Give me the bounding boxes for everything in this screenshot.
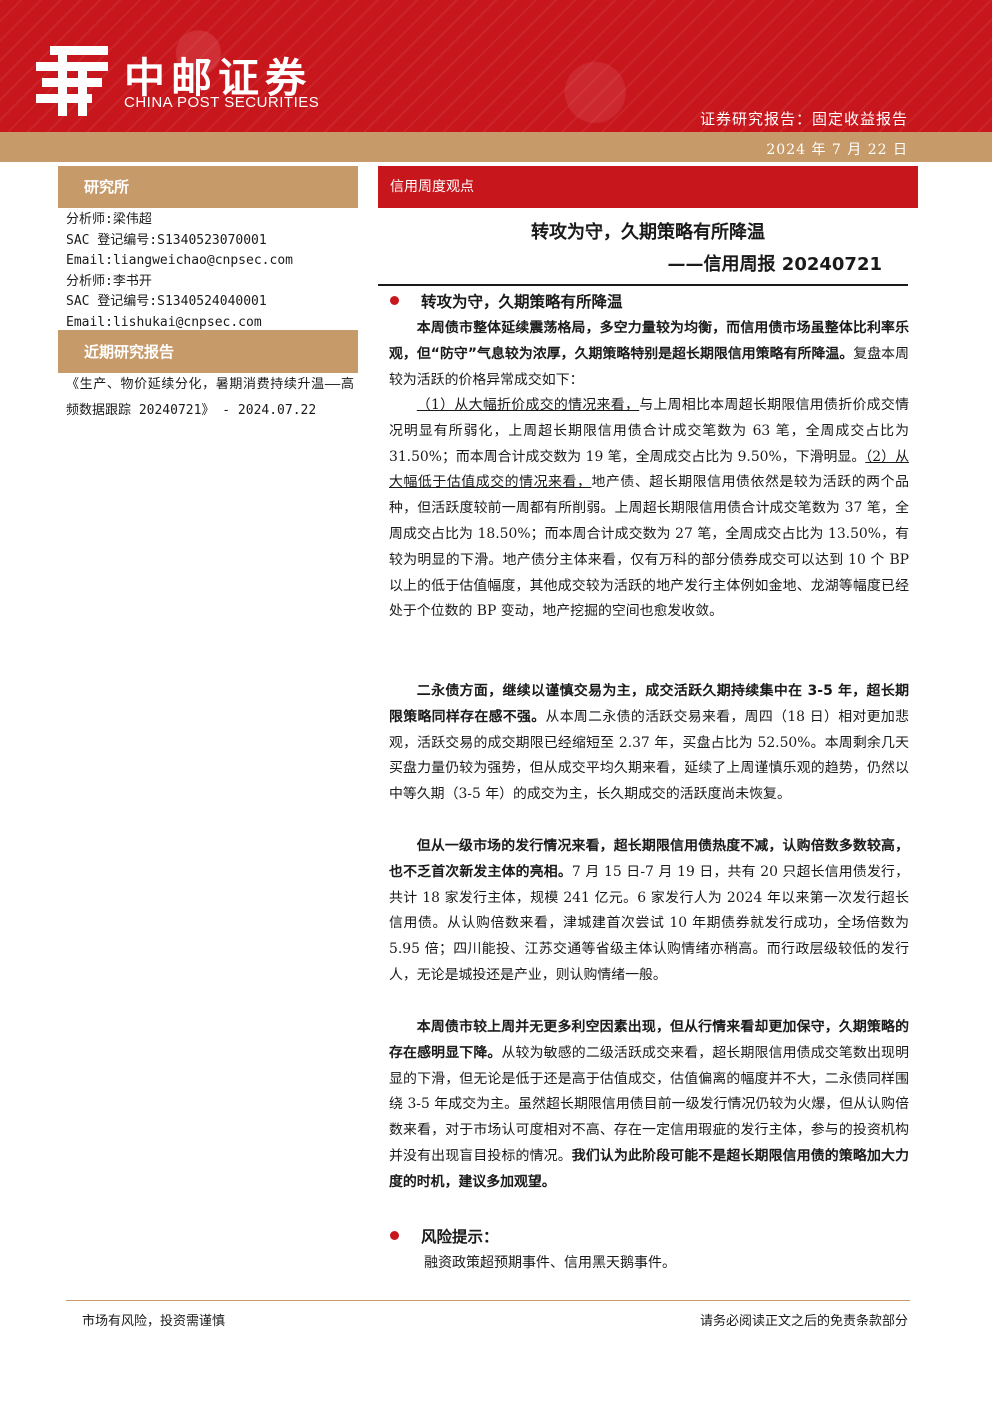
brand-name-cn: 中邮证券	[124, 54, 312, 102]
analyst-1-email[interactable]: Email:liangweichao@cnpsec.com	[66, 253, 293, 268]
paragraph-2: （1）从大幅折价成交的情况来看，与上周相比本周超长期限信用债折价成交情况明显有所…	[389, 393, 909, 625]
section-heading-1-text: 转攻为守，久期策略有所降温	[421, 293, 623, 311]
paragraph-1: 本周债市整体延续震荡格局，多空力量较为均衡，而信用债市场虽整体比利率乐观，但“防…	[389, 316, 909, 393]
paragraph-5-bold-2: 我们认为此阶段可能不是超长期限信用债的策略加大力度的时机，建议多加观望。	[389, 1147, 909, 1190]
footer-disclaimer-left: 市场有风险，投资需谨慎	[82, 1314, 226, 1329]
institute-label: 研究所	[58, 166, 358, 208]
paragraph-4-bold: 但从一级市场的发行情况来看，超长期限信用债热度不减，认购倍数多数较高，也不乏首次…	[389, 838, 909, 880]
paragraph-4-text: 7 月 15 日-7 月 19 日，共有 20 只超长信用债发行，共计 18 家…	[389, 863, 909, 983]
sidebar-divider	[58, 330, 358, 331]
paragraph-2-text-2: 地产债、超长期限信用债依然是较为活跃的两个品种，但活跃度较前一周都有所削弱。上周…	[389, 474, 909, 620]
china-post-logo-icon	[36, 46, 108, 116]
section-tab: 信用周度观点	[378, 166, 918, 208]
bullet-dot-icon	[390, 296, 399, 305]
title-divider	[378, 284, 908, 286]
analyst-1: 分析师:梁伟超 SAC 登记编号:S1340523070001 Email:li…	[66, 210, 293, 333]
paragraph-3-bold: 二永债方面，继续以谨慎交易为主，成交活跃久期持续集中在 3-5 年，超长期限策略…	[389, 683, 909, 725]
paragraph-1-text: 复盘本周较为活跃的价格异常成交如下：	[389, 345, 909, 388]
analyst-2-email[interactable]: Email:lishukai@cnpsec.com	[66, 314, 262, 330]
section-heading-2: 风险提示：	[390, 1225, 499, 1247]
report-title: 转攻为守，久期策略有所降温	[531, 222, 765, 243]
paragraph-2-text-1: 与上周相比本周超长期限信用债折价成交情况明显有所弱化，上周超长期限信用债合计成交…	[389, 397, 909, 465]
paragraph-5: 本周债市较上周并无更多利空因素出现，但从行情来看却更加保守，久期策略的存在感明显…	[389, 1015, 909, 1196]
analyst-2-name: 分析师:李书开	[66, 273, 152, 289]
report-subtitle: ——信用周报 20240721	[667, 254, 882, 275]
paragraph-3: 二永债方面，继续以谨慎交易为主，成交活跃久期持续集中在 3-5 年，超长期限策略…	[389, 679, 909, 808]
analyst-1-sac: SAC 登记编号:S1340523070001	[66, 232, 267, 248]
analyst-1-name: 分析师:梁伟超	[66, 212, 152, 227]
risk-text: 融资政策超预期事件、信用黑天鹅事件。	[424, 1255, 676, 1271]
recent-report-link[interactable]: 《生产、物价延续分化，暑期消费持续升温——高频数据跟踪 20240721》 - …	[66, 377, 354, 418]
paragraph-3-text: 从本周二永债的活跃交易来看，周四（18 日）相对更加悲观，活跃交易的成交期限已经…	[389, 708, 909, 803]
paragraph-1-bold: 本周债市整体延续震荡格局，多空力量较为均衡，而信用债市场虽整体比利率乐观，但“防…	[389, 320, 909, 362]
report-date: 2024 年 7 月 22 日	[766, 142, 908, 158]
paragraph-5-text: 从较为敏感的二级活跃成交来看，超长期限信用债成交笔数出现明显的下滑，但无论是低于…	[389, 1044, 909, 1164]
paragraph-4: 但从一级市场的发行情况来看，超长期限信用债热度不减，认购倍数多数较高，也不乏首次…	[389, 834, 909, 989]
header-banner: 中邮证券 CHINA POST SECURITIES 证券研究报告：固定收益报告	[0, 0, 992, 132]
bullet-dot-icon	[390, 1231, 399, 1240]
section-heading-1: 转攻为守，久期策略有所降温	[390, 290, 623, 312]
paragraph-5-bold-1: 本周债市较上周并无更多利空因素出现，但从行情来看却更加保守，久期策略的存在感明显…	[389, 1019, 909, 1061]
date-bar	[0, 132, 992, 162]
analyst-2-sac: SAC 登记编号:S1340524040001	[66, 294, 267, 309]
paragraph-2-underline-1: （1）从大幅折价成交的情况来看，	[416, 397, 640, 413]
recent-reports-label: 近期研究报告	[58, 331, 358, 373]
report-type: 证券研究报告：固定收益报告	[699, 110, 908, 128]
brand-name-en: CHINA POST SECURITIES	[124, 94, 320, 111]
footer-divider	[66, 1300, 910, 1301]
paragraph-2-underline-2: （2）从大幅低于估值成交的情况来看，	[389, 448, 909, 491]
footer-disclaimer-right: 请务必阅读正文之后的免责条款部分	[699, 1314, 908, 1329]
section-heading-2-text: 风险提示：	[421, 1228, 499, 1246]
